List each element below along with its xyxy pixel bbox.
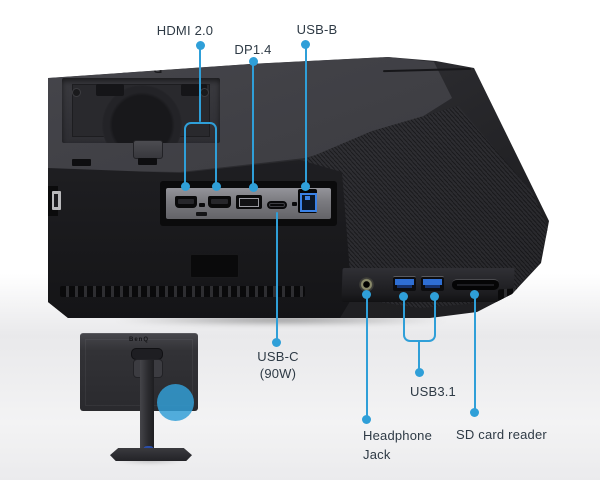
label-usb-c-line1: USB-C (257, 349, 299, 364)
callout-line-usb-b (305, 44, 307, 186)
vesa-mount-recess (62, 78, 220, 143)
label-usb3: USB3.1 (409, 384, 456, 399)
callout-bracket-usb3 (403, 296, 436, 342)
label-headphone-line1: Headphone (363, 428, 433, 443)
screw-hole (72, 88, 81, 97)
lock-recess (190, 254, 239, 278)
mini-stand-column (140, 360, 154, 450)
vesa-slot (96, 84, 124, 96)
usb-a-port-1 (393, 276, 416, 291)
service-slot (196, 212, 207, 216)
vent-grille (498, 286, 543, 301)
port-location-highlight-circle (157, 384, 194, 421)
label-dp: DP1.4 (234, 42, 272, 57)
mini-benq-logo: BenQ (128, 337, 149, 343)
callout-dot-hdmi-port1 (181, 182, 190, 191)
callout-dot-usbb-port (301, 182, 310, 191)
sd-card-slot (452, 279, 499, 290)
callout-line-sd (474, 294, 476, 413)
label-hdmi: HDMI 2.0 (156, 23, 214, 38)
callout-dot-sd-bottom (470, 408, 479, 417)
callout-dot-hdmi-port2 (212, 182, 221, 191)
callout-dot-dp-port (249, 183, 258, 192)
callout-line-usb-c (276, 212, 278, 342)
left-edge-slot (52, 191, 61, 210)
seam-clip (138, 158, 157, 165)
vent-grille (60, 286, 305, 297)
label-usb-b: USB-B (296, 22, 338, 37)
benq-logo: BenQ (115, 61, 163, 76)
callout-line-usb3 (418, 340, 420, 371)
callout-line-dp (252, 60, 254, 186)
hdmi-port-1 (175, 196, 197, 208)
callout-line-headphone (366, 294, 368, 420)
callout-line-hdmi (199, 44, 201, 122)
hdmi-port-2 (208, 196, 231, 208)
screw-hole (200, 88, 209, 97)
usb-c-port (267, 201, 287, 209)
vesa-release-latch (133, 140, 163, 159)
label-sd: SD card reader (456, 427, 547, 442)
label-headphone-line2: Jack (363, 446, 391, 462)
seam-clip (72, 159, 91, 166)
label-headphone: Headphone Jack (363, 427, 432, 464)
headphone-jack-port (359, 277, 374, 292)
callout-bracket-hdmi (184, 122, 217, 186)
usb-b-port (298, 189, 317, 213)
mini-stand-base (110, 448, 192, 461)
callout-dot-headphone-bottom (362, 415, 371, 424)
callout-dot-usbc (272, 338, 281, 347)
label-usb-c: USB-C (90W) (228, 348, 328, 382)
displayport-port (236, 195, 262, 209)
callout-dot-usb3 (415, 368, 424, 377)
usb-a-port-2 (421, 276, 444, 291)
label-usb-c-line2: (90W) (259, 366, 297, 381)
usb-b-connector (300, 193, 317, 212)
service-slot (199, 203, 205, 207)
service-slot (292, 202, 297, 206)
